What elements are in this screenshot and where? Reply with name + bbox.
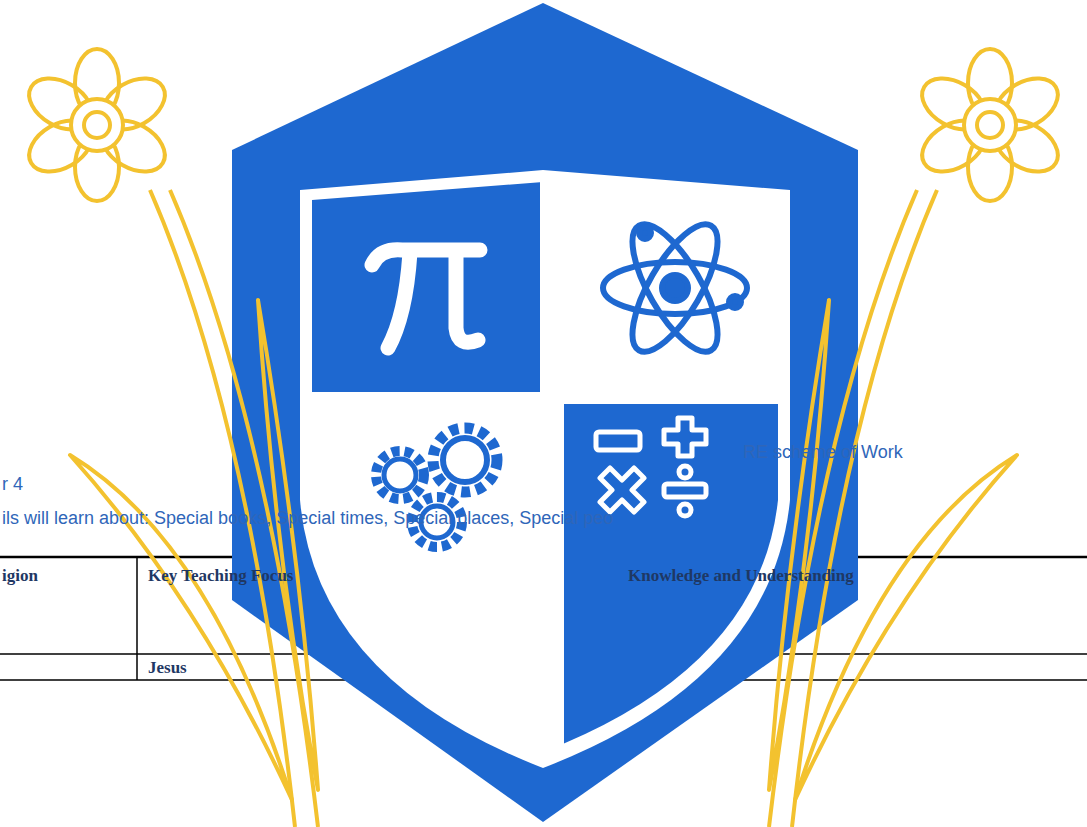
daffodil-right (769, 49, 1067, 827)
document-title: RE scheme of Work (743, 442, 903, 463)
math-symbols (596, 418, 706, 516)
atom-symbol (603, 213, 747, 364)
shield-outer (232, 3, 858, 822)
table-header-cell: Knowledge and Understanding (628, 566, 854, 586)
intro-line: ils will learn about: Special books, Spe… (2, 508, 613, 529)
table-cell: Jesus (148, 658, 187, 678)
pi-symbol (372, 250, 480, 348)
daffodil-left (20, 49, 318, 827)
gears-symbol (376, 428, 497, 547)
shield-quadrants (300, 170, 794, 784)
year-heading: r 4 (2, 474, 23, 495)
table-header-cell: igion (2, 566, 38, 586)
table-header-cell: Key Teaching Focus (148, 566, 293, 586)
